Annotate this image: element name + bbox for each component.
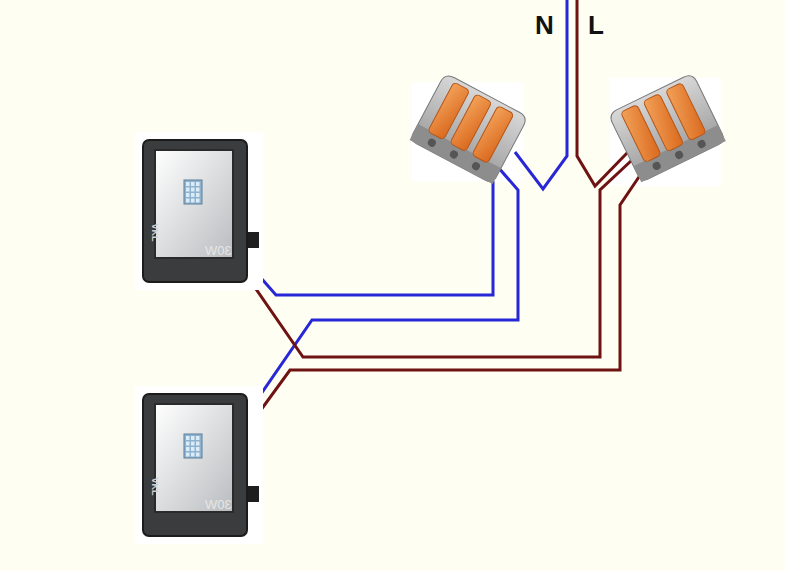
- led-cell: [191, 182, 195, 186]
- led-cell: [196, 442, 200, 446]
- neutral-wire: [238, 162, 493, 295]
- led-chip: [184, 434, 202, 458]
- photo-ground: [135, 386, 263, 544]
- led-cell: [191, 453, 195, 457]
- wire-name: L: [588, 12, 604, 38]
- led-cell: [191, 447, 195, 451]
- brand-mark: VKL: [150, 478, 159, 496]
- led-cell: [191, 436, 195, 440]
- led-chip: [184, 180, 202, 204]
- led-cell: [196, 188, 200, 192]
- floodlight-drawing: [135, 386, 263, 544]
- led-cell: [191, 193, 195, 197]
- led-cell: [196, 447, 200, 451]
- brand-mark: VKL: [150, 224, 159, 242]
- neutral-wire: [515, 0, 567, 189]
- led-cell: [186, 182, 190, 186]
- led-cell: [196, 436, 200, 440]
- wattage-label: 30W: [205, 244, 232, 257]
- lens-panel: [155, 404, 233, 512]
- led-cell: [186, 447, 190, 451]
- led-cell: [196, 193, 200, 197]
- floodlight-housing: [143, 394, 247, 536]
- photo-ground: [135, 132, 263, 290]
- led-cell: [186, 442, 190, 446]
- led-cell: [186, 199, 190, 203]
- led-cell: [196, 453, 200, 457]
- lens-panel: [155, 150, 233, 258]
- led-cell: [191, 442, 195, 446]
- floodlight-housing: [143, 140, 247, 282]
- led-cell: [191, 188, 195, 192]
- floodlight: VKL 30W: [135, 132, 263, 290]
- lever-connector: [608, 73, 726, 183]
- live-wire: [577, 0, 628, 186]
- live-wire: [240, 160, 632, 357]
- led-cell: [196, 199, 200, 203]
- led-cell: [191, 199, 195, 203]
- led-cell: [186, 188, 190, 192]
- led-cell: [186, 193, 190, 197]
- lever-connector: [410, 73, 529, 184]
- led-cell: [186, 436, 190, 440]
- led-cell: [196, 182, 200, 186]
- wire-name: N: [535, 12, 554, 38]
- floodlight-drawing: [135, 132, 263, 290]
- led-cell: [186, 453, 190, 457]
- floodlight: VKL 30W: [135, 386, 263, 544]
- live-wire: [255, 168, 645, 418]
- wattage-label: 30W: [205, 498, 232, 511]
